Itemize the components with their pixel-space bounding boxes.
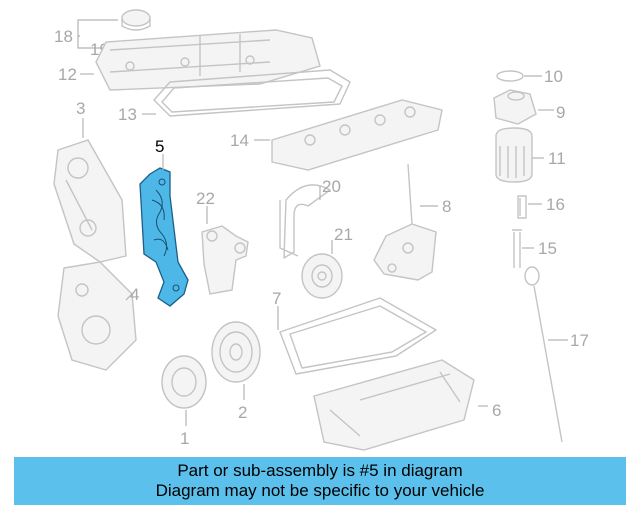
timing-cover-part xyxy=(53,139,127,263)
callout-17[interactable]: 17 xyxy=(570,331,589,350)
callout-8[interactable]: 8 xyxy=(442,197,451,216)
callout-20[interactable]: 20 xyxy=(322,177,341,196)
callout-1[interactable]: 1 xyxy=(180,429,189,448)
timing-belt-part xyxy=(279,184,331,259)
intake-gasket-part xyxy=(271,99,443,171)
crank-pulley-part xyxy=(211,321,261,383)
callout-10[interactable]: 10 xyxy=(544,67,563,86)
callout-9[interactable]: 9 xyxy=(556,103,565,122)
callout-2[interactable]: 2 xyxy=(238,403,247,422)
oil-pump-part xyxy=(373,163,437,281)
valve-cover-gasket-part xyxy=(153,69,351,117)
callout-15[interactable]: 15 xyxy=(538,239,557,258)
callout-14[interactable]: 14 xyxy=(230,131,249,150)
banner-line-1: Part or sub-assembly is #5 in diagram xyxy=(177,461,463,480)
idler-pulley-part xyxy=(301,253,343,299)
callout-3[interactable]: 3 xyxy=(76,99,85,118)
oil-pan-gasket-part xyxy=(279,297,437,375)
o-ring-part xyxy=(496,70,524,82)
callout-13[interactable]: 13 xyxy=(118,105,137,124)
bolt-part xyxy=(517,195,527,219)
banner-line-2: Diagram may not be specific to your vehi… xyxy=(155,481,485,500)
callout-21[interactable]: 21 xyxy=(334,225,353,244)
callout-7[interactable]: 7 xyxy=(272,289,281,308)
callout-12[interactable]: 12 xyxy=(58,65,77,84)
highlighted-part-5[interactable] xyxy=(139,167,189,307)
callout-16[interactable]: 16 xyxy=(546,195,565,214)
callout-6[interactable]: 6 xyxy=(492,401,501,420)
oil-pan-part xyxy=(313,359,475,451)
lower-timing-cover-part xyxy=(57,261,137,371)
callout-11[interactable]: 11 xyxy=(548,149,566,168)
crank-sprocket-part xyxy=(161,355,207,409)
callout-18[interactable]: 18 xyxy=(54,27,73,46)
parts-diagram: 18 1 9 12 13 14 3 4 xyxy=(53,9,589,451)
callout-5[interactable]: 5 xyxy=(155,137,164,156)
callout-4[interactable]: 4 xyxy=(130,285,139,304)
dipstick-tube-part xyxy=(512,229,522,268)
info-banner: Part or sub-assembly is #5 in diagram Di… xyxy=(14,457,626,505)
oil-filter-part xyxy=(495,127,533,183)
callout-22[interactable]: 22 xyxy=(196,189,215,208)
filter-housing-part xyxy=(493,89,537,125)
tensioner-part xyxy=(201,225,249,295)
dipstick-part xyxy=(524,266,563,443)
